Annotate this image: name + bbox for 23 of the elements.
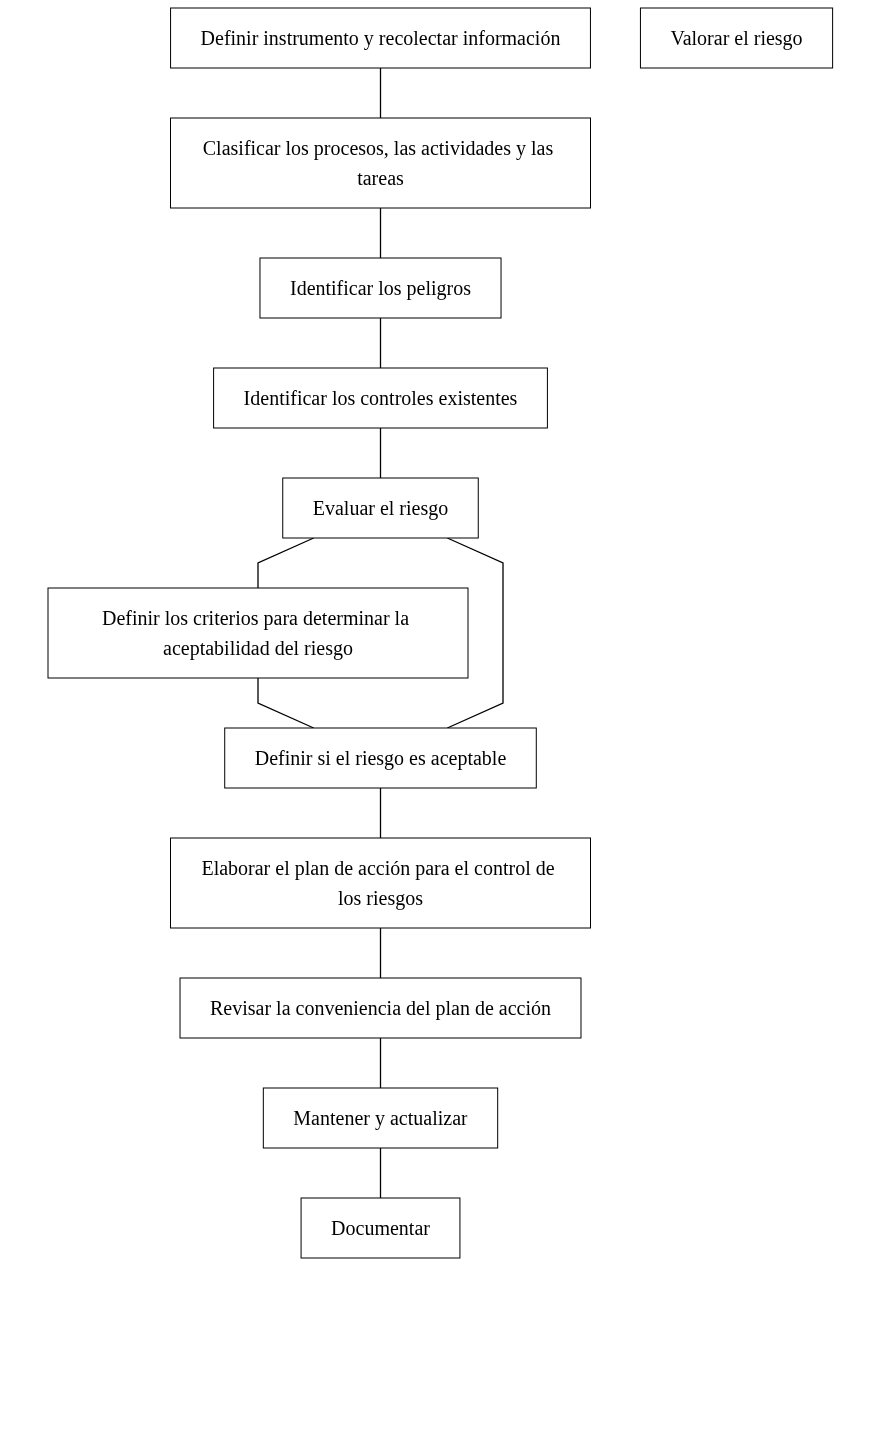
- node-box: Identificar los peligros: [259, 257, 502, 319]
- connector: [257, 677, 314, 729]
- node-box: Mantener y actualizar: [262, 1087, 498, 1149]
- connector: [379, 1147, 381, 1199]
- node-box: Definir si el riesgo es aceptable: [223, 727, 537, 789]
- node-box: Revisar la conveniencia del plan de acción: [179, 977, 582, 1039]
- connector: [379, 1037, 381, 1089]
- connector: [379, 67, 381, 119]
- connector: [379, 927, 381, 979]
- connector: [379, 317, 381, 369]
- connector: [446, 537, 504, 729]
- node-box: Valorar el riesgo: [639, 7, 833, 69]
- node-box: Clasificar los procesos, las actividades y las tareas: [169, 117, 591, 209]
- node-box: Definir instrumento y recolectar información: [169, 7, 591, 69]
- connector: [379, 427, 381, 479]
- node-box: Evaluar el riesgo: [281, 477, 479, 539]
- connector: [379, 787, 381, 839]
- node-box: Elaborar el plan de acción para el control de los riesgos: [169, 837, 591, 929]
- node-box: Identificar los controles existentes: [212, 367, 548, 429]
- connector: [257, 537, 314, 589]
- node-box: Definir los criterios para determinar la aceptabilidad del riesgo: [47, 587, 469, 679]
- node-box: Documentar: [300, 1197, 461, 1259]
- connector: [379, 207, 381, 259]
